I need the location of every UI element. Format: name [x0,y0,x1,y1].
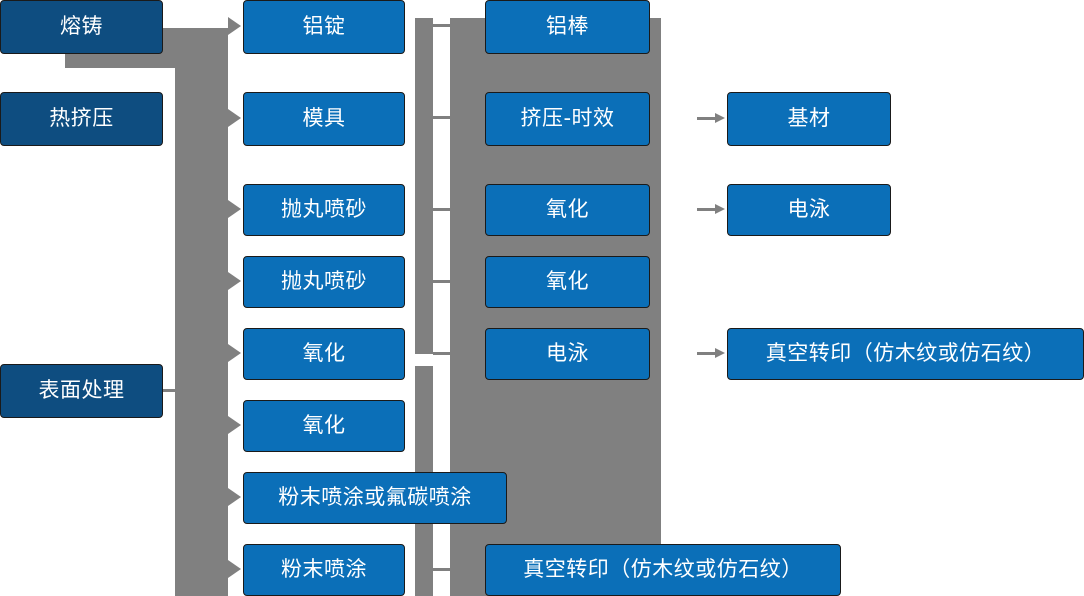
process-box-vacuum-transfer-printing[interactable]: 真空转印（仿木纹或仿石纹） [485,544,841,596]
output-box-vacuum-transfer-printing[interactable]: 真空转印（仿木纹或仿石纹） [727,328,1084,380]
input-box-powder-coating[interactable]: 粉末喷涂 [243,544,405,596]
mid-tick-1 [433,24,453,27]
input-label: 氧化 [302,413,346,438]
process-box-extrusion-aging[interactable]: 挤压-时效 [485,92,650,146]
left-arrow-7 [228,488,241,506]
output-arrow-2 [697,204,725,214]
input-label: 抛丸喷砂 [281,197,367,222]
input-label: 粉末喷涂 [281,557,367,582]
input-box-mold[interactable]: 模具 [243,92,405,146]
left-arrow-1 [228,17,241,35]
process-label: 真空转印（仿木纹或仿石纹） [523,557,803,582]
output-arrow-3 [697,348,725,358]
mid-vertical-bar-upper [415,18,433,354]
mid-tick-3 [433,208,453,211]
stage-box-surface-treatment[interactable]: 表面处理 [0,364,163,418]
stage-box-melting[interactable]: 熔铸 [0,0,163,54]
left-connector-band [175,28,228,596]
input-box-oxidation-2[interactable]: 氧化 [243,400,405,452]
mid-tick-4 [433,280,453,283]
output-label: 真空转印（仿木纹或仿石纹） [765,341,1046,366]
output-box-electrophoresis[interactable]: 电泳 [727,184,891,236]
input-box-shot-blasting-1[interactable]: 抛丸喷砂 [243,184,405,236]
process-box-oxidation-1[interactable]: 氧化 [485,184,650,236]
stage-box-hot-extrusion[interactable]: 热挤压 [0,92,163,146]
input-label: 氧化 [302,341,346,366]
stage-label: 热挤压 [49,106,114,131]
process-box-electrophoresis[interactable]: 电泳 [485,328,650,380]
stage-connector-stub [163,389,189,392]
mid-tick-5 [433,352,453,355]
process-label: 铝棒 [546,14,589,39]
mid-tick-2 [433,116,453,119]
output-arrow-1 [697,113,725,123]
left-arrow-6 [228,416,241,434]
process-label: 氧化 [546,197,589,222]
input-box-aluminum-ingot[interactable]: 铝锭 [243,0,405,54]
stage-label: 表面处理 [38,378,125,403]
process-box-oxidation-2[interactable]: 氧化 [485,256,650,308]
left-arrow-5 [228,344,241,362]
mid-tick-6 [433,568,453,571]
process-box-aluminum-bar[interactable]: 铝棒 [485,0,650,54]
left-arrow-3 [228,200,241,218]
input-label: 抛丸喷砂 [281,269,367,294]
output-box-base-material[interactable]: 基材 [727,92,891,146]
left-arrow-2 [228,109,241,127]
input-box-oxidation-1[interactable]: 氧化 [243,328,405,380]
process-label: 挤压-时效 [520,106,615,131]
input-label: 模具 [302,106,346,131]
input-box-shot-blasting-2[interactable]: 抛丸喷砂 [243,256,405,308]
process-label: 电泳 [546,341,589,366]
input-label: 粉末喷涂或氟碳喷涂 [278,485,472,510]
left-arrow-4 [228,272,241,290]
input-box-powder-or-fluorocarbon-coating[interactable]: 粉末喷涂或氟碳喷涂 [243,472,507,524]
process-label: 氧化 [546,269,589,294]
left-arrow-8 [228,560,241,578]
stage-label: 熔铸 [60,14,103,39]
input-label: 铝锭 [302,14,346,39]
output-label: 基材 [787,106,831,131]
output-label: 电泳 [787,197,831,222]
